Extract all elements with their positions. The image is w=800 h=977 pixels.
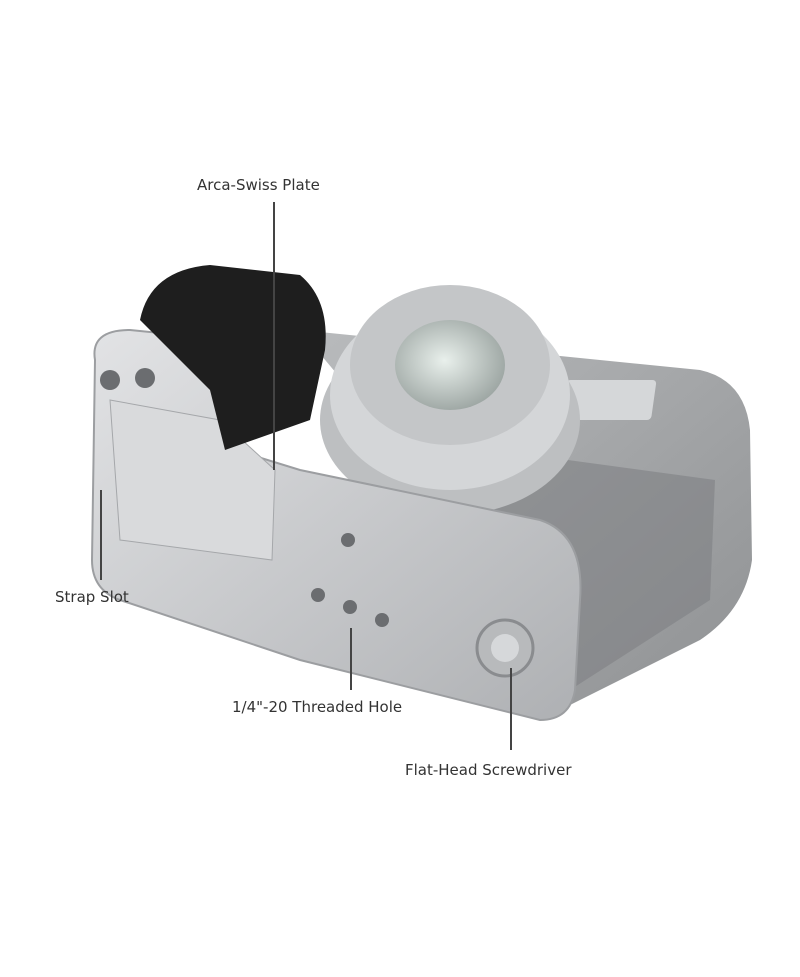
strap-slot-leader-line bbox=[100, 490, 102, 580]
arca-swiss-leader-line bbox=[273, 202, 275, 470]
callout-strap-slot: Strap Slot bbox=[55, 588, 129, 606]
screwdriver-leader-line bbox=[510, 668, 512, 750]
callout-threaded-hole: 1/4"-20 Threaded Hole bbox=[232, 698, 403, 716]
lens-glass bbox=[395, 320, 505, 410]
grip bbox=[140, 265, 326, 450]
threaded-hole-leader-line bbox=[350, 628, 352, 690]
callout-arca-swiss-plate: Arca-Swiss Plate bbox=[197, 176, 320, 194]
callout-flat-head-screwdriver: Flat-Head Screwdriver bbox=[405, 761, 572, 779]
camera-lcd bbox=[561, 380, 657, 420]
